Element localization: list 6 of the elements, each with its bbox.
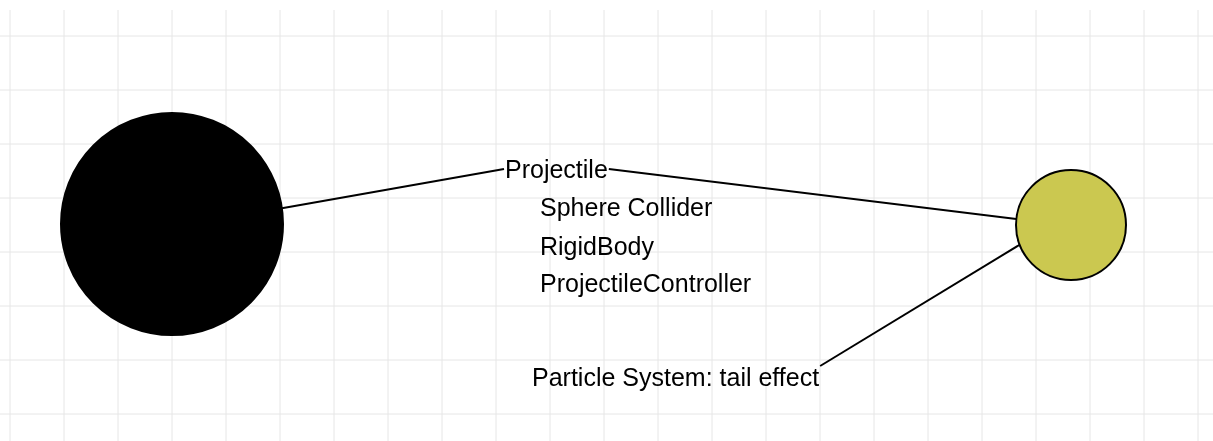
- node-label: Projectile: [505, 154, 608, 184]
- node-label: Particle System: tail effect: [532, 362, 820, 392]
- connector-line: [819, 243, 1021, 367]
- component-label: ProjectileController: [540, 268, 752, 298]
- component-label: Sphere Collider: [540, 192, 713, 222]
- component-label: RigidBody: [540, 231, 654, 261]
